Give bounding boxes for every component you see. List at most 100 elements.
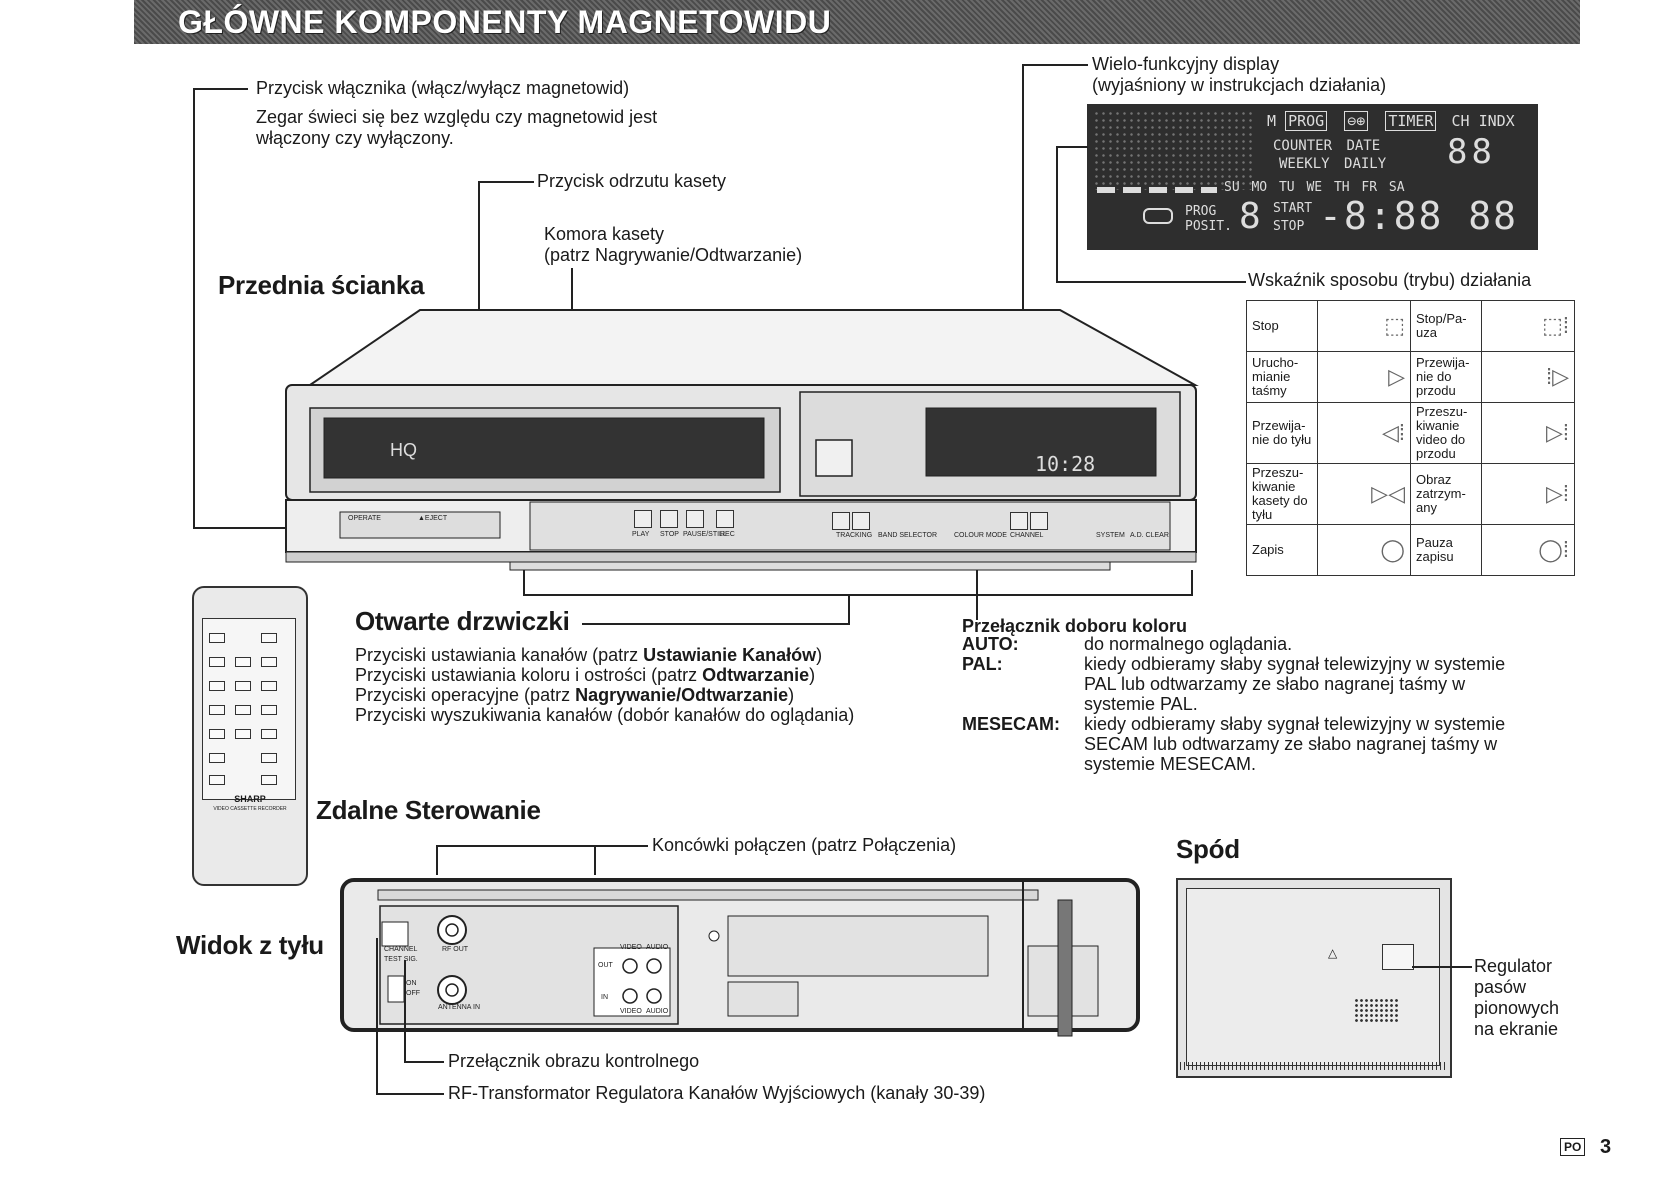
power-button-note: Zegar świeci się bez względu czy magneto… bbox=[256, 107, 658, 148]
out-label: OUT bbox=[598, 962, 613, 969]
colour-leader bbox=[976, 570, 978, 620]
display-weekly: WEEKLY bbox=[1279, 156, 1330, 172]
display-plusminus: ⊖⊕ bbox=[1344, 111, 1369, 131]
key-icon bbox=[1143, 208, 1173, 224]
eject-button[interactable]: ▲EJECT bbox=[418, 515, 448, 522]
display-stop-label: STOP bbox=[1273, 219, 1305, 234]
title-bar: GŁÓWNE KOMPONENTY MAGNETOWIDU bbox=[134, 0, 1580, 44]
tracking-down-button[interactable] bbox=[832, 512, 850, 530]
eject-leader-top bbox=[478, 181, 534, 183]
rf-out-label: RF OUT bbox=[442, 946, 469, 953]
rf-leader-horizontal bbox=[376, 1093, 444, 1095]
display-posit-label: POSIT. bbox=[1185, 219, 1232, 234]
stop-pause-icon: ⬚⁞ bbox=[1481, 300, 1575, 352]
antenna-in-label: ANTENNA IN bbox=[438, 1004, 481, 1011]
mode-leader-top bbox=[1056, 146, 1088, 148]
rear-off-label: OFF bbox=[406, 990, 420, 997]
stop-icon: ⬚ bbox=[1317, 300, 1411, 352]
hq-logo: HQ bbox=[390, 440, 417, 460]
vcr-bottom-illustration: △ bbox=[1176, 878, 1452, 1078]
table-row: Urucho-mianie taśmy▷ Przewija-nie do prz… bbox=[1246, 351, 1575, 403]
display-prog: PROG bbox=[1285, 111, 1328, 131]
triangle-icon: △ bbox=[1328, 946, 1338, 960]
remote-subtitle: VIDEO CASSETTE RECORDER bbox=[213, 806, 287, 812]
colour-key-auto: AUTO: bbox=[962, 634, 1019, 654]
display-m: M bbox=[1267, 112, 1277, 130]
power-leader-vertical bbox=[193, 88, 195, 528]
vcr-front-illustration bbox=[285, 309, 1199, 571]
door-line: Przyciski ustawiania kanałów (patrz Usta… bbox=[355, 645, 823, 665]
channel-down-button[interactable] bbox=[1010, 512, 1028, 530]
terminals-leader-right bbox=[594, 845, 596, 875]
display-dot-matrix bbox=[1093, 110, 1253, 190]
power-leader-bottom bbox=[193, 527, 348, 529]
operate-button[interactable]: OPERATE bbox=[348, 515, 381, 522]
remote-eject-button[interactable] bbox=[261, 633, 277, 643]
display-date: DATE bbox=[1346, 138, 1381, 154]
channel-up-button[interactable] bbox=[1030, 512, 1048, 530]
remote-button-panel bbox=[202, 618, 296, 800]
display-ch-indx: CH INDX bbox=[1451, 112, 1515, 130]
in-label: IN bbox=[601, 994, 608, 1001]
ad-clear-button[interactable]: A.D. CLEAR bbox=[1130, 532, 1169, 539]
colour-switch-heading: Przełącznik doboru koloru bbox=[962, 616, 1188, 636]
rec-button[interactable] bbox=[716, 510, 734, 528]
vent-grille bbox=[1354, 998, 1400, 1024]
test-switch-label: Przełącznik obrazu kontrolnego bbox=[448, 1051, 700, 1071]
power-leader-top bbox=[193, 88, 248, 90]
bottom-ribs bbox=[1180, 1062, 1448, 1070]
still-image-icon: ▷⁞ bbox=[1481, 463, 1575, 525]
mode-leader-bottom bbox=[1056, 281, 1246, 283]
display-timer: TIMER bbox=[1385, 111, 1437, 131]
colour-mode-switch[interactable]: COLOUR MODE bbox=[954, 532, 1007, 539]
front-clock: 10:28 bbox=[1035, 452, 1096, 476]
display-days: SU MO TU WE TH FR SA bbox=[1224, 180, 1405, 195]
regulator-label: Regulator pasów pionowych na ekranie bbox=[1474, 956, 1560, 1039]
display-leader-top bbox=[1022, 64, 1088, 66]
door-line: Przyciski ustawiania koloru i ostrości (… bbox=[355, 665, 816, 685]
multi-function-display: M PROG ⊖⊕ TIMER CH INDX COUNTER DATE WEE… bbox=[1087, 104, 1538, 250]
tracking-up-button[interactable] bbox=[852, 512, 870, 530]
cassette-bay-label: Komora kasety bbox=[544, 224, 665, 244]
door-leader-vertical bbox=[848, 594, 850, 624]
play-button[interactable] bbox=[634, 510, 652, 528]
record-icon: ◯ bbox=[1317, 524, 1411, 576]
regulator-leader bbox=[1412, 966, 1472, 968]
remote-operate-button[interactable] bbox=[209, 633, 225, 643]
remote-heading: Zdalne Sterowanie bbox=[316, 795, 541, 825]
system-switch[interactable]: SYSTEM bbox=[1096, 532, 1125, 539]
remote-control: SHARP VIDEO CASSETTE RECORDER bbox=[192, 586, 308, 886]
bottom-view-heading: Spód bbox=[1176, 834, 1240, 864]
door-brace-right bbox=[1191, 570, 1193, 596]
reverse-search-icon: ▷◁ bbox=[1317, 463, 1411, 525]
door-brace-bottom bbox=[523, 594, 1193, 596]
page-number: 3 bbox=[1600, 1136, 1612, 1158]
record-pause-icon: ◯⁞ bbox=[1481, 524, 1575, 576]
colour-key-mesecam: MESECAM: bbox=[962, 714, 1060, 734]
display-counter: COUNTER bbox=[1273, 138, 1333, 154]
fast-forward-icon: ⁞▷ bbox=[1481, 351, 1575, 403]
mode-leader-vertical bbox=[1056, 146, 1058, 282]
stop-button[interactable] bbox=[660, 510, 678, 528]
display-label: Wielo-funkcyjny display bbox=[1092, 54, 1280, 74]
band-selector[interactable]: BAND SELECTOR bbox=[878, 532, 937, 539]
rewind-icon: ◁⁞ bbox=[1317, 402, 1411, 464]
door-line: Przyciski wyszukiwania kanałów (dobór ka… bbox=[355, 705, 855, 725]
mode-indicator-table: Stop⬚ Stop/Pa-uza⬚⁞ Urucho-mianie taśmy▷… bbox=[1246, 300, 1575, 576]
table-row: Przeszu-kiwanie kasety do tyłu▷◁ Obraz z… bbox=[1246, 463, 1575, 525]
terminals-leader-top bbox=[436, 845, 648, 847]
display-start-label: START bbox=[1273, 201, 1313, 216]
display-daily: DAILY bbox=[1344, 156, 1387, 172]
door-line: Przyciski operacyjne (patrz Nagrywanie/O… bbox=[355, 685, 795, 705]
table-row: Przewija-nie do tyłu◁⁞ Przeszu-kiwanie v… bbox=[1246, 402, 1575, 464]
display-dash-bar bbox=[1097, 187, 1217, 193]
colour-key-pal: PAL: bbox=[962, 654, 1003, 674]
display-leader-vertical bbox=[1022, 64, 1024, 444]
pause-button[interactable] bbox=[686, 510, 704, 528]
vertical-lock-adjuster[interactable] bbox=[1382, 944, 1414, 970]
display-channel-digits: 88 bbox=[1447, 132, 1496, 172]
rf-transformer-label: RF-Transformator Regulatora Kanałów Wyjś… bbox=[448, 1083, 986, 1103]
door-brace-left bbox=[523, 570, 525, 596]
terminals-label: Koncówki połączen (patrz Połączenia) bbox=[652, 835, 957, 855]
eject-button-label: Przycisk odrzutu kasety bbox=[537, 171, 727, 191]
